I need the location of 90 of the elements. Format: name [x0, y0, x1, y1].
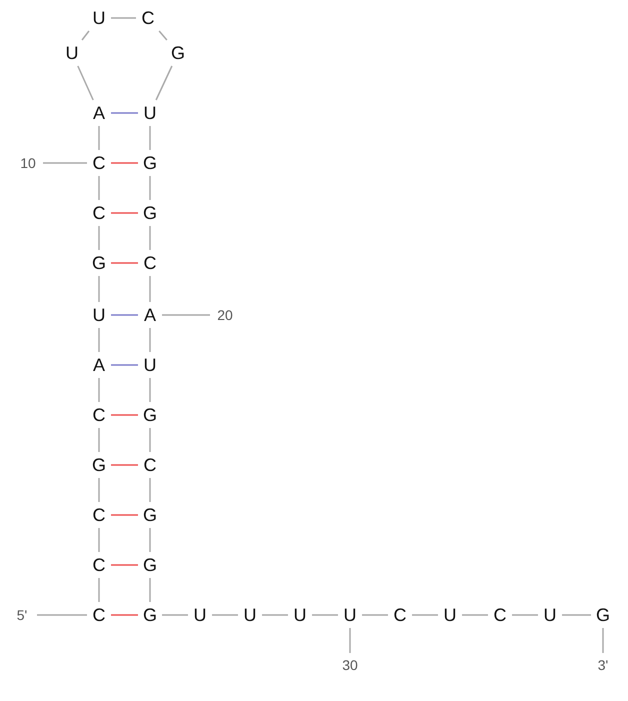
base-pair-line — [111, 464, 138, 466]
position-number: 10 — [16, 154, 40, 172]
nucleotide-letter: C — [141, 253, 159, 273]
backbone-line — [158, 30, 168, 40]
backbone-line — [98, 276, 100, 302]
backbone-line — [98, 578, 100, 602]
nucleotide-letter: G — [169, 43, 187, 63]
backbone-line — [462, 614, 488, 616]
base-pair-line — [111, 314, 138, 316]
backbone-line — [412, 614, 438, 616]
base-pair-line — [111, 364, 138, 366]
backbone-line — [212, 614, 238, 616]
nucleotide-letter: U — [191, 605, 209, 625]
backbone-line — [149, 226, 151, 250]
nucleotide-letter: A — [90, 103, 108, 123]
base-pair-line — [111, 614, 138, 616]
backbone-line — [149, 276, 151, 302]
base-pair-line — [111, 162, 138, 164]
backbone-line — [77, 66, 94, 100]
backbone-line — [149, 428, 151, 452]
nucleotide-letter: G — [141, 153, 159, 173]
backbone-line — [512, 614, 538, 616]
nucleotide-letter: G — [141, 203, 159, 223]
backbone-line — [162, 614, 188, 616]
nucleotide-letter: C — [90, 203, 108, 223]
backbone-line — [98, 176, 100, 200]
leader-line — [349, 628, 351, 653]
leader-line — [602, 628, 604, 653]
backbone-line — [111, 17, 136, 19]
leader-line — [162, 314, 210, 316]
strand-end-label: 3' — [591, 656, 615, 674]
nucleotide-letter: C — [90, 505, 108, 525]
backbone-line — [149, 528, 151, 552]
nucleotide-letter: U — [90, 8, 108, 28]
nucleotide-letter: C — [141, 455, 159, 475]
nucleotide-letter: U — [441, 605, 459, 625]
base-pair-line — [111, 414, 138, 416]
backbone-line — [98, 428, 100, 452]
backbone-line — [149, 328, 151, 352]
nucleotide-letter: A — [90, 355, 108, 375]
position-number: 30 — [338, 656, 362, 674]
nucleotide-letter: G — [141, 505, 159, 525]
backbone-line — [155, 66, 173, 100]
base-pair-line — [111, 564, 138, 566]
nucleotide-letter: G — [594, 605, 612, 625]
nucleotide-letter: C — [90, 153, 108, 173]
backbone-line — [262, 614, 288, 616]
leader-line — [37, 614, 87, 616]
nucleotide-letter: U — [241, 605, 259, 625]
nucleotide-letter: U — [63, 43, 81, 63]
backbone-line — [98, 126, 100, 150]
nucleotide-letter: C — [90, 605, 108, 625]
backbone-line — [149, 176, 151, 200]
nucleotide-letter: U — [141, 103, 159, 123]
backbone-line — [562, 614, 591, 616]
nucleotide-letter: G — [141, 405, 159, 425]
backbone-line — [98, 226, 100, 250]
nucleotide-letter: G — [90, 455, 108, 475]
base-pair-line — [111, 514, 138, 516]
backbone-line — [81, 30, 90, 40]
nucleotide-letter: G — [90, 253, 108, 273]
position-number: 20 — [213, 306, 237, 324]
backbone-line — [312, 614, 338, 616]
strand-end-label: 5' — [10, 606, 34, 624]
backbone-line — [362, 614, 388, 616]
backbone-line — [149, 126, 151, 150]
base-pair-line — [111, 212, 138, 214]
leader-line — [43, 162, 87, 164]
nucleotide-letter: U — [291, 605, 309, 625]
backbone-line — [98, 328, 100, 352]
nucleotide-letter: U — [341, 605, 359, 625]
backbone-line — [149, 378, 151, 402]
nucleotide-letter: A — [141, 305, 159, 325]
nucleotide-letter: G — [141, 555, 159, 575]
base-pair-line — [111, 112, 138, 114]
backbone-line — [149, 578, 151, 602]
nucleotide-letter: C — [391, 605, 409, 625]
backbone-line — [98, 478, 100, 502]
base-pair-line — [111, 262, 138, 264]
nucleotide-letter: U — [541, 605, 559, 625]
nucleotide-letter: C — [90, 405, 108, 425]
nucleotide-letter: U — [90, 305, 108, 325]
backbone-line — [98, 378, 100, 402]
nucleotide-letter: C — [90, 555, 108, 575]
backbone-line — [98, 528, 100, 552]
nucleotide-letter: C — [491, 605, 509, 625]
nucleotide-letter: C — [139, 8, 157, 28]
nucleotide-letter: G — [141, 605, 159, 625]
backbone-line — [149, 478, 151, 502]
nucleotide-letter: U — [141, 355, 159, 375]
